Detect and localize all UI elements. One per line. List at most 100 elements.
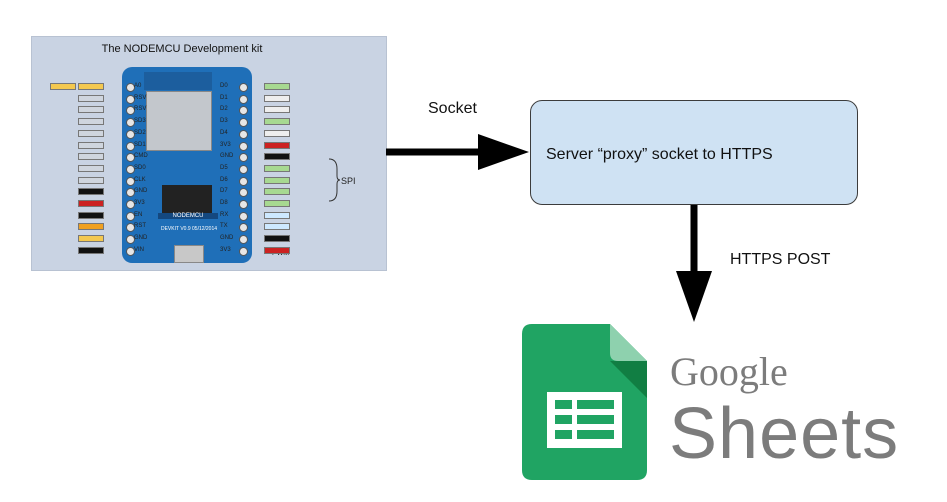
pin-tag	[264, 235, 290, 243]
pin-hole	[239, 200, 248, 209]
pin-label: RX	[220, 211, 229, 218]
pin-hole	[239, 176, 248, 186]
board-title: The NODEMCU Development kit	[101, 43, 263, 55]
pin-tag	[78, 223, 104, 231]
pin-hole	[239, 164, 248, 174]
pin-label: A0	[134, 83, 142, 89]
pin-tag	[264, 246, 290, 254]
spi-label: SPI	[341, 176, 356, 186]
pin-hole	[126, 223, 135, 233]
nodemcu-image: The NODEMCU Development kit NODEMCU DEVK…	[31, 36, 387, 271]
pin-label: D6	[220, 176, 228, 183]
pin-label: SD3	[134, 118, 146, 125]
pin-hole	[126, 83, 135, 92]
pin-hole	[239, 246, 248, 256]
pin-label: D7	[220, 188, 228, 195]
pin-tag	[78, 94, 104, 102]
pin-tag	[50, 83, 76, 90]
pin-label: D5	[220, 164, 228, 171]
sheets-wordmark: Sheets	[669, 394, 900, 474]
pin-label: GND	[134, 188, 148, 195]
google-sheets-icon	[522, 324, 647, 480]
pin-hole	[126, 211, 135, 221]
pin-tag	[78, 176, 104, 184]
pin-hole	[239, 188, 248, 198]
pin-label: EN	[134, 211, 143, 218]
pin-label: GND	[134, 235, 148, 242]
pin-hole	[126, 164, 135, 174]
pin-tag	[264, 118, 290, 126]
pin-label: SD1	[134, 141, 146, 148]
pin-label: D1	[220, 94, 228, 101]
pin-label: 3V3	[134, 200, 145, 206]
pin-tag	[264, 83, 290, 90]
pin-tag	[264, 223, 290, 231]
pin-label: D0	[220, 83, 228, 89]
pin-hole	[239, 129, 248, 139]
pin-tag	[78, 83, 104, 90]
pin-tag	[78, 106, 104, 114]
pin-hole	[239, 211, 248, 221]
pin-hole	[126, 176, 135, 186]
pin-hole	[126, 118, 135, 128]
pin-label: SD2	[134, 129, 146, 136]
pin-tag	[78, 246, 104, 254]
pin-tag	[264, 188, 290, 196]
pin-tag	[264, 94, 290, 102]
pin-label: CMD	[134, 153, 148, 160]
pin-hole	[126, 188, 135, 198]
wifi-antenna	[144, 72, 212, 90]
board-label: NODEMCU	[158, 213, 218, 219]
pin-tag	[264, 153, 290, 161]
pin-hole	[239, 223, 248, 233]
pin-hole	[126, 200, 135, 209]
pin-label: SD0	[134, 164, 146, 171]
pin-tag	[264, 106, 290, 114]
pin-tag	[264, 164, 290, 172]
pin-hole	[239, 153, 248, 163]
pin-tag	[78, 235, 104, 243]
pin-tag	[78, 153, 104, 161]
pin-hole	[126, 235, 135, 245]
arrow-https-post	[676, 205, 712, 322]
pin-label: GND	[220, 235, 234, 242]
pin-hole	[126, 246, 135, 256]
pin-hole	[126, 94, 135, 104]
pin-hole	[126, 129, 135, 139]
pin-label: 3V3	[220, 246, 231, 253]
https-post-label: HTTPS POST	[730, 251, 831, 268]
pin-hole	[239, 83, 248, 92]
spi-brace	[328, 158, 341, 202]
pin-hole	[239, 141, 248, 151]
nodemcu-board: NODEMCU DEVKIT V0.9 05/12/2014	[122, 67, 252, 263]
pin-hole	[239, 235, 248, 245]
pin-label: RSV	[134, 106, 147, 113]
pin-tag	[78, 118, 104, 126]
usb-port	[174, 245, 204, 263]
pin-tag	[78, 211, 104, 219]
arrow-socket	[386, 134, 529, 170]
pin-label: D3	[220, 118, 228, 125]
pin-label: RSV	[134, 94, 147, 101]
pin-tag	[78, 141, 104, 149]
pin-label: CLK	[134, 176, 146, 183]
pin-hole	[126, 153, 135, 163]
pin-tag	[264, 200, 290, 207]
pin-tag	[78, 129, 104, 137]
pin-tag	[264, 176, 290, 184]
pin-hole	[239, 94, 248, 104]
pin-label: 3V3	[220, 141, 231, 148]
pin-hole	[239, 118, 248, 128]
pin-tag	[78, 164, 104, 172]
server-proxy-text: Server “proxy” socket to HTTPS	[546, 146, 773, 163]
pin-tag	[264, 211, 290, 219]
pin-tag	[78, 200, 104, 207]
pin-label: TX	[220, 223, 228, 230]
pin-label: D4	[220, 129, 228, 136]
pin-label: GND	[220, 153, 234, 160]
pin-label: VIN	[134, 246, 145, 253]
pin-label: D8	[220, 200, 228, 206]
usb-serial-chip	[162, 185, 212, 217]
pin-hole	[239, 106, 248, 116]
